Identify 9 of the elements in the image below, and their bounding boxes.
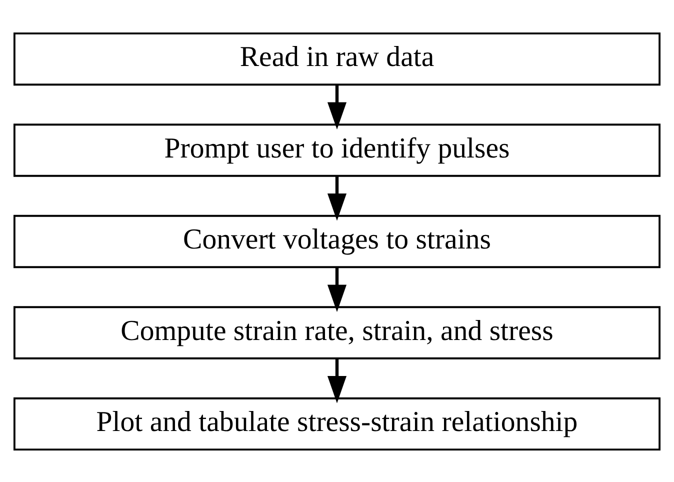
arrow [327, 358, 347, 403]
node-box: Compute strain rate, strain, and stress [13, 306, 660, 359]
arrow [327, 84, 347, 129]
node-box: Plot and tabulate stress-strain relationship [13, 396, 660, 450]
arrow [327, 175, 347, 220]
node-box: Read in raw data [13, 32, 660, 86]
node-box: Convert voltages to strains [13, 214, 660, 268]
node-box: Prompt user to identify pulses [13, 123, 660, 176]
arrow [327, 266, 347, 312]
